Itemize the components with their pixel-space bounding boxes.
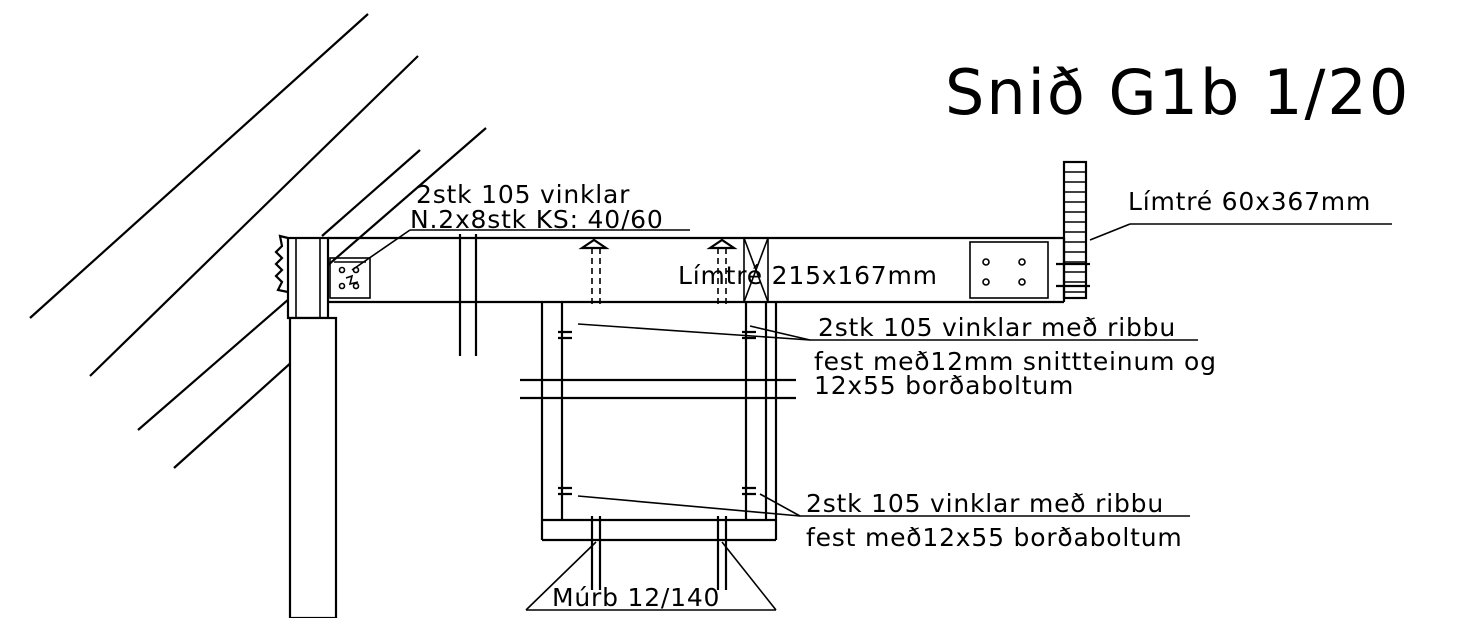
label-mid-bolts: 12x55 borðaboltum xyxy=(814,371,1074,400)
label-beam: Límtré 215x167mm xyxy=(678,261,938,290)
label-low-fastening: fest með12x55 borðaboltum xyxy=(806,523,1183,552)
label-mid-brackets: 2stk 105 vinklar með ribbu xyxy=(818,313,1176,342)
threaded-rods xyxy=(578,238,738,308)
lower-frame xyxy=(520,302,796,590)
right-glulam-post xyxy=(1056,160,1090,300)
label-top-left-nails: N.2x8stk KS: 40/60 xyxy=(410,205,664,234)
label-top-left-brackets: 2stk 105 vinklar xyxy=(416,180,630,209)
vertical-strut xyxy=(458,234,478,356)
drawing-title: Snið G1b 1/20 xyxy=(945,56,1410,129)
label-right-post: Límtré 60x367mm xyxy=(1128,187,1371,216)
sloped-rafter xyxy=(29,13,487,469)
leader-lines xyxy=(351,223,1392,611)
label-anchor-bolt: Múrb 12/140 xyxy=(552,583,720,612)
left-angle-bracket xyxy=(329,257,371,299)
left-support xyxy=(274,234,338,618)
label-low-brackets: 2stk 105 vinklar með ribbu xyxy=(806,489,1164,518)
label-mid-fastening: fest með12mm snittteinum og xyxy=(814,347,1217,376)
glulam-beam xyxy=(328,236,1066,304)
